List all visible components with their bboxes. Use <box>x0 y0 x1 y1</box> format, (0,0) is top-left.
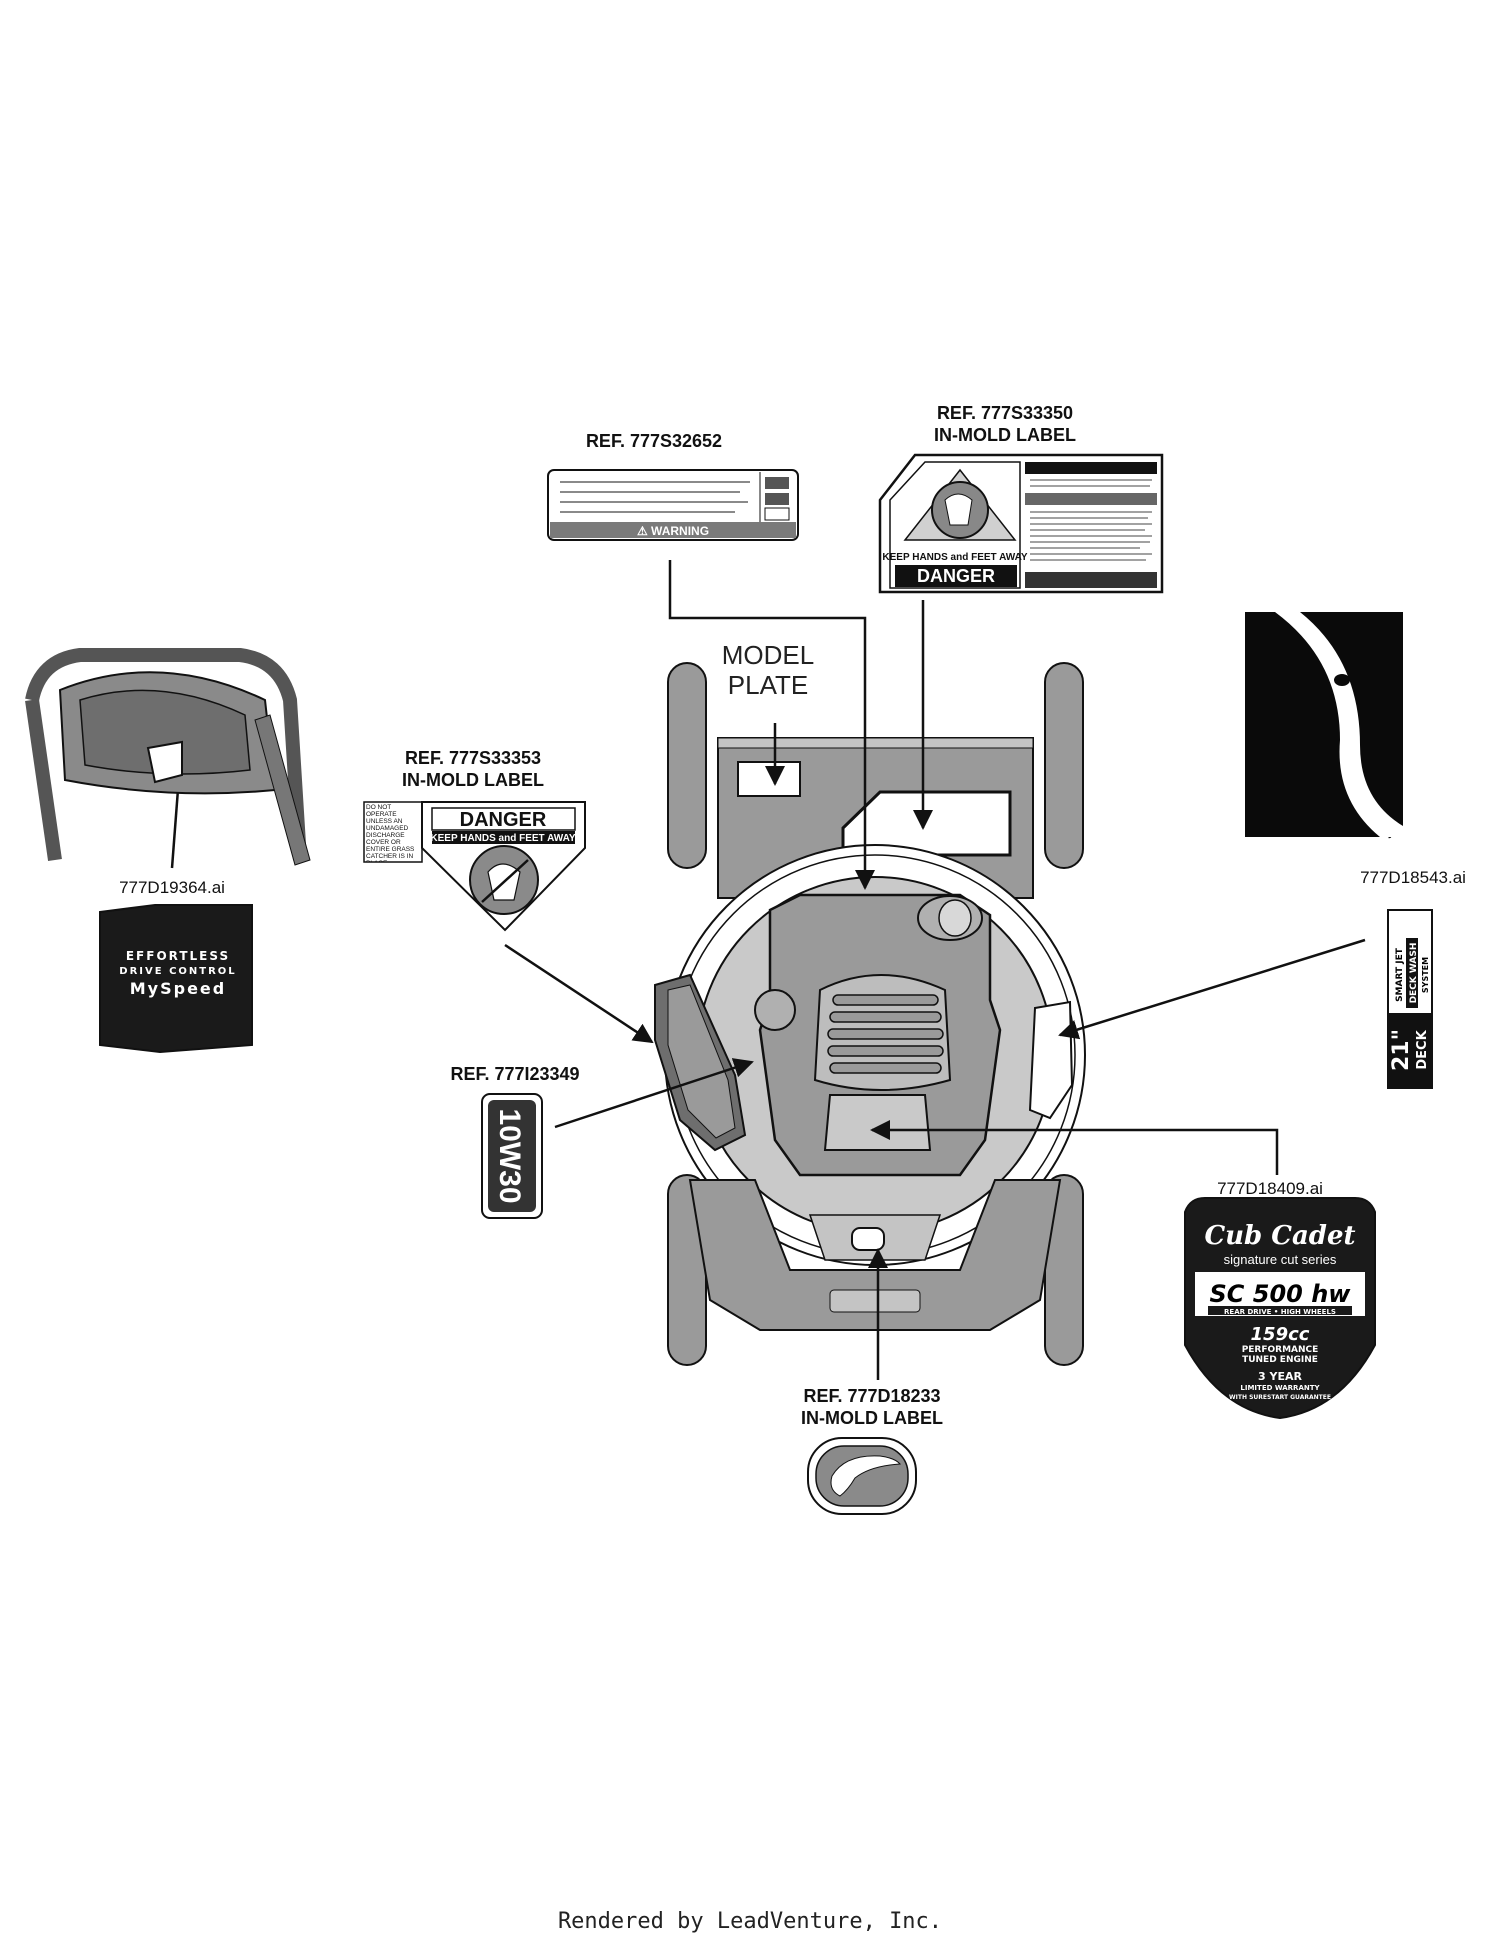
chute-decal-sub: KEEP HANDS and FEET AWAY <box>430 833 576 844</box>
leader-engine-label <box>870 1120 1279 1175</box>
leader-lines <box>168 560 1392 1380</box>
leader-chute-label <box>504 943 654 1044</box>
deck-label-type: IN-MOLD LABEL <box>934 425 1076 445</box>
rear-left-wheel <box>667 662 707 869</box>
badge-model-sub: REAR DRIVE • HIGH WHEELS <box>1224 1308 1336 1316</box>
leader-side-label <box>1058 938 1366 1040</box>
myspeed-line2: DRIVE CONTROL <box>119 966 236 977</box>
deck-label-ref: REF. 777S33350 <box>937 403 1073 423</box>
myspeed-line1: EFFORTLESS <box>126 949 230 963</box>
myspeed-decal: EFFORTLESS DRIVE CONTROL MySpeed <box>99 904 253 1054</box>
badge-series: signature cut series <box>1224 1252 1337 1267</box>
warning-label-ref: REF. 777S32652 <box>586 431 722 451</box>
chute-label-type: IN-MOLD LABEL <box>402 770 544 790</box>
deck-size: 21" <box>1389 1029 1414 1071</box>
engine-badge-decal: Cub Cadet signature cut series SC 500 hw… <box>1184 1197 1376 1420</box>
logo-decal <box>807 1437 917 1515</box>
badge-warranty-line3: WITH SURESTART GUARANTEE <box>1229 1394 1331 1401</box>
model-plate-label-line1: MODEL <box>722 640 814 670</box>
side-label-file: 777D18543.ai <box>1360 868 1466 887</box>
footer-rendered-by: Rendered by LeadVenture, Inc. <box>558 1909 942 1934</box>
logo-label-type: IN-MOLD LABEL <box>801 1408 943 1428</box>
chute-decal-side-text: DO NOT OPERATE UNLESS AN UNDAMAGED DISCH… <box>366 804 415 862</box>
deck-decal-sub: KEEP HANDS and FEET AWAY <box>882 552 1028 563</box>
handle-label-spot <box>146 740 183 784</box>
deck-size-decal: 21" DECK SMART JET DECK WASH SYSTEM <box>1387 909 1433 1089</box>
deck-decal-danger: DANGER <box>917 566 995 586</box>
side-photo <box>1245 612 1403 837</box>
badge-brand: Cub Cadet <box>1204 1221 1355 1251</box>
model-plate-area <box>737 761 801 797</box>
badge-engine-line1: PERFORMANCE <box>1242 1345 1319 1355</box>
front-bumper <box>688 1179 1062 1331</box>
oil-decal-text: 10W30 <box>493 1108 526 1203</box>
handle-label-file: 777D19364.ai <box>119 878 225 897</box>
badge-model: SC 500 hw <box>1210 1280 1352 1308</box>
warning-decal: ⚠ WARNING <box>547 469 799 541</box>
chute-decal-danger: DANGER <box>460 809 547 831</box>
engine-label-area <box>823 1094 932 1151</box>
model-plate-label-line2: PLATE <box>728 670 808 700</box>
warning-decal-header: ⚠ WARNING <box>637 524 709 538</box>
chute-danger-decal: DO NOT OPERATE UNLESS AN UNDAMAGED DISCH… <box>363 801 586 932</box>
deck-word: DECK <box>1415 1029 1430 1069</box>
oil-decal: 10W30 <box>481 1093 543 1219</box>
deck-danger-decal: KEEP HANDS and FEET AWAY DANGER <box>878 453 1164 594</box>
myspeed-line3: MySpeed <box>130 979 226 998</box>
leader-oil-label <box>554 1058 754 1129</box>
logo-label-ref: REF. 777D18233 <box>803 1386 940 1406</box>
handle-view <box>25 648 311 866</box>
rear-right-wheel <box>1044 662 1084 869</box>
badge-warranty-line2: LIMITED WARRANTY <box>1240 1384 1320 1392</box>
leader-warning-label <box>668 560 875 890</box>
badge-engine-cc: 159cc <box>1251 1324 1310 1345</box>
badge-engine-line2: TUNED ENGINE <box>1242 1355 1318 1365</box>
oil-label-ref: REF. 777I23349 <box>450 1064 579 1084</box>
deck-wash-line1: SMART JET <box>1395 947 1405 1002</box>
deck-wash-line2: DECK WASH <box>1409 943 1419 1004</box>
deck-wash-line3: SYSTEM <box>1421 957 1430 993</box>
engine-label-file: 777D18409.ai <box>1217 1179 1323 1198</box>
badge-warranty-line1: 3 YEAR <box>1258 1370 1302 1383</box>
mower-top-view <box>654 662 1086 1366</box>
front-logo-spot <box>851 1227 885 1251</box>
chute-label-ref: REF. 777S33353 <box>405 748 541 768</box>
